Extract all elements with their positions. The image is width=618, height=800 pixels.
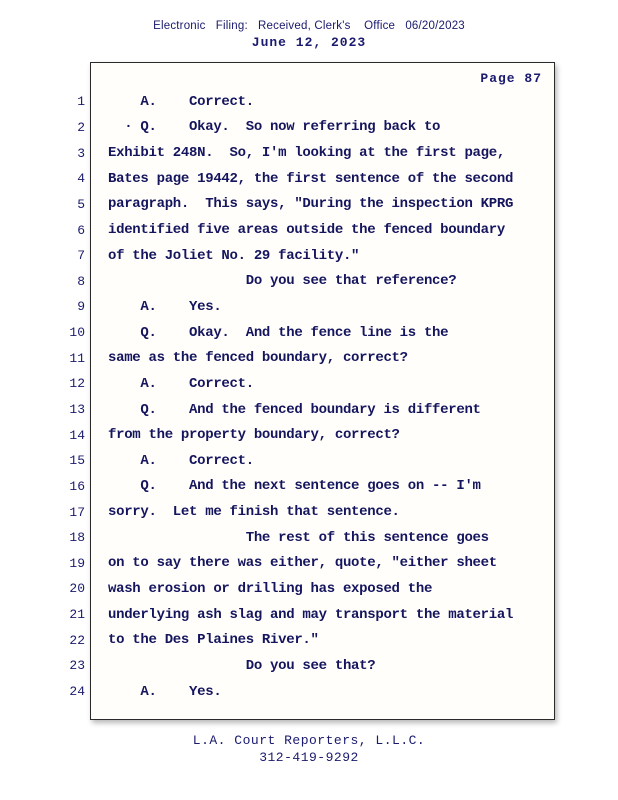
- line-text: A. Correct.: [108, 452, 254, 469]
- line-text: A. Yes.: [108, 683, 222, 700]
- line-number: 14: [69, 427, 85, 443]
- line-text: to the Des Plaines River.": [108, 632, 319, 649]
- line-number: 10: [69, 325, 85, 341]
- line-text: The rest of this sentence goes: [108, 529, 489, 546]
- reporter-footer: L.A. Court Reporters, L.L.C. 312-419-929…: [0, 733, 618, 765]
- line-number: 19: [69, 555, 85, 571]
- court-reporter-name: L.A. Court Reporters, L.L.C.: [192, 733, 426, 748]
- line-number: 3: [77, 145, 85, 161]
- transcript-line: 24 A. Yes.: [58, 679, 558, 705]
- line-text: same as the fenced boundary, correct?: [108, 350, 408, 367]
- line-text: paragraph. This says, "During the inspec…: [108, 196, 514, 213]
- line-number: 23: [69, 658, 85, 674]
- line-number: 11: [69, 350, 85, 366]
- transcript-line: 13 Q. And the fenced boundary is differe…: [58, 397, 558, 423]
- line-text: Q. And the fenced boundary is different: [108, 401, 481, 418]
- line-text: identified five areas outside the fenced…: [108, 222, 505, 239]
- line-text: sorry. Let me finish that sentence.: [108, 504, 400, 521]
- transcript-line: 1 A. Correct.: [58, 89, 558, 115]
- line-number: 2: [77, 119, 85, 135]
- transcript-line: 9 A. Yes.: [58, 294, 558, 320]
- line-text: Do you see that reference?: [108, 273, 457, 290]
- transcript-line: 22 to the Des Plaines River.": [58, 627, 558, 653]
- transcript-line: 21 underlying ash slag and may transport…: [58, 602, 558, 628]
- line-number: 20: [69, 581, 85, 597]
- line-text: A. Correct.: [108, 93, 254, 110]
- line-text: Bates page 19442, the first sentence of …: [108, 170, 514, 187]
- line-number: 15: [69, 453, 85, 469]
- electronic-filing-stamp: Electronic Filing: Received, Clerk's Off…: [153, 20, 465, 32]
- transcript-line: 6 identified five areas outside the fenc…: [58, 217, 558, 243]
- transcript-lines: 1 A. Correct. 2 · Q. Okay. So now referr…: [58, 89, 558, 704]
- transcript-line: 15 A. Correct.: [58, 448, 558, 474]
- line-text: wash erosion or drilling has exposed the: [108, 580, 433, 597]
- line-number: 12: [69, 376, 85, 392]
- line-text: underlying ash slag and may transport th…: [108, 606, 514, 623]
- transcript-line: 10 Q. Okay. And the fence line is the: [58, 320, 558, 346]
- line-number: 4: [77, 171, 85, 187]
- transcript-line: 5 paragraph. This says, "During the insp…: [58, 192, 558, 218]
- line-number: 5: [77, 196, 85, 212]
- line-number: 16: [69, 478, 85, 494]
- line-number: 24: [69, 684, 85, 700]
- line-number: 6: [77, 222, 85, 238]
- line-text: from the property boundary, correct?: [108, 427, 400, 444]
- line-text: Do you see that?: [108, 657, 376, 674]
- line-number: 21: [69, 607, 85, 623]
- line-text: on to say there was either, quote, "eith…: [108, 555, 497, 572]
- line-text: · Q. Okay. So now referring back to: [108, 119, 441, 136]
- line-number: 7: [77, 248, 85, 264]
- transcript-line: 20 wash erosion or drilling has exposed …: [58, 576, 558, 602]
- line-text: Q. And the next sentence goes on -- I'm: [108, 478, 481, 495]
- transcript-line: 2 · Q. Okay. So now referring back to: [58, 115, 558, 141]
- line-number: 1: [77, 94, 85, 110]
- transcript-line: 18 The rest of this sentence goes: [58, 525, 558, 551]
- line-number: 8: [77, 273, 85, 289]
- line-text: of the Joliet No. 29 facility.": [108, 247, 360, 264]
- line-number: 9: [77, 299, 85, 315]
- transcript-line: 16 Q. And the next sentence goes on -- I…: [58, 474, 558, 500]
- filing-header: Electronic Filing: Received, Clerk's Off…: [0, 20, 618, 50]
- transcript-line: 23 Do you see that?: [58, 653, 558, 679]
- transcript-line: 12 A. Correct.: [58, 371, 558, 397]
- line-number: 18: [69, 530, 85, 546]
- page-number-label: Page 87: [480, 71, 542, 86]
- transcript-line: 3 Exhibit 248N. So, I'm looking at the f…: [58, 140, 558, 166]
- line-text: A. Correct.: [108, 375, 254, 392]
- deposition-date: June 12, 2023: [251, 35, 367, 50]
- transcript-line: 8 Do you see that reference?: [58, 268, 558, 294]
- transcript-line: 17 sorry. Let me finish that sentence.: [58, 499, 558, 525]
- transcript-line: 11 same as the fenced boundary, correct?: [58, 345, 558, 371]
- line-text: A. Yes.: [108, 298, 222, 315]
- transcript-line: 14 from the property boundary, correct?: [58, 422, 558, 448]
- line-number: 17: [69, 504, 85, 520]
- court-reporter-phone: 312-419-9292: [259, 750, 359, 765]
- transcript-line: 7 of the Joliet No. 29 facility.": [58, 243, 558, 269]
- transcript-line: 4 Bates page 19442, the first sentence o…: [58, 166, 558, 192]
- line-number: 22: [69, 632, 85, 648]
- transcript-line: 19 on to say there was either, quote, "e…: [58, 551, 558, 577]
- line-text: Q. Okay. And the fence line is the: [108, 324, 449, 341]
- line-text: Exhibit 248N. So, I'm looking at the fir…: [108, 145, 505, 162]
- line-number: 13: [69, 402, 85, 417]
- transcript-border-box: Page 87: [90, 62, 555, 720]
